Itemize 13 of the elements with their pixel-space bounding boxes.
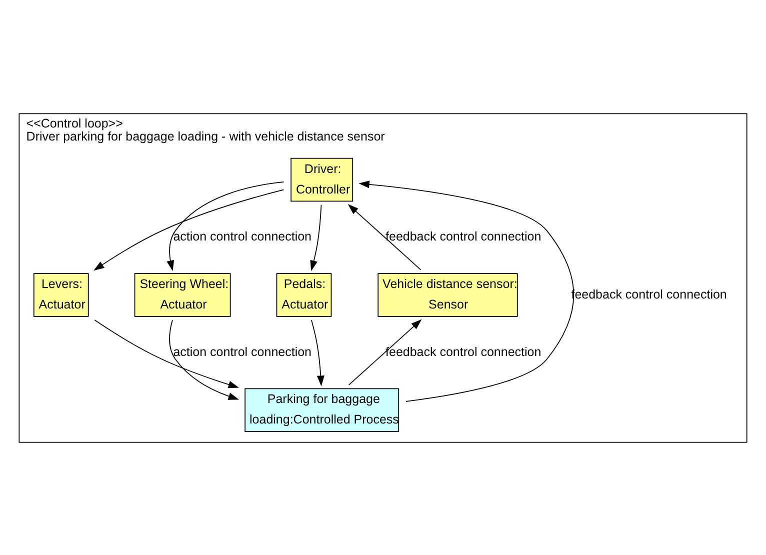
edge-label: feedback control connection [386,229,542,244]
edge-label: action control connection [173,344,312,358]
arrow [358,180,574,402]
arrow [348,204,422,270]
arrow [94,188,284,270]
edge-label: action control connection [173,229,312,244]
arrow [166,181,284,271]
arrow [169,319,240,400]
arrow [310,204,322,271]
edge-label: feedback control connection [386,344,542,358]
arrow [348,318,422,385]
arrow [94,319,240,388]
arrow [311,319,324,386]
